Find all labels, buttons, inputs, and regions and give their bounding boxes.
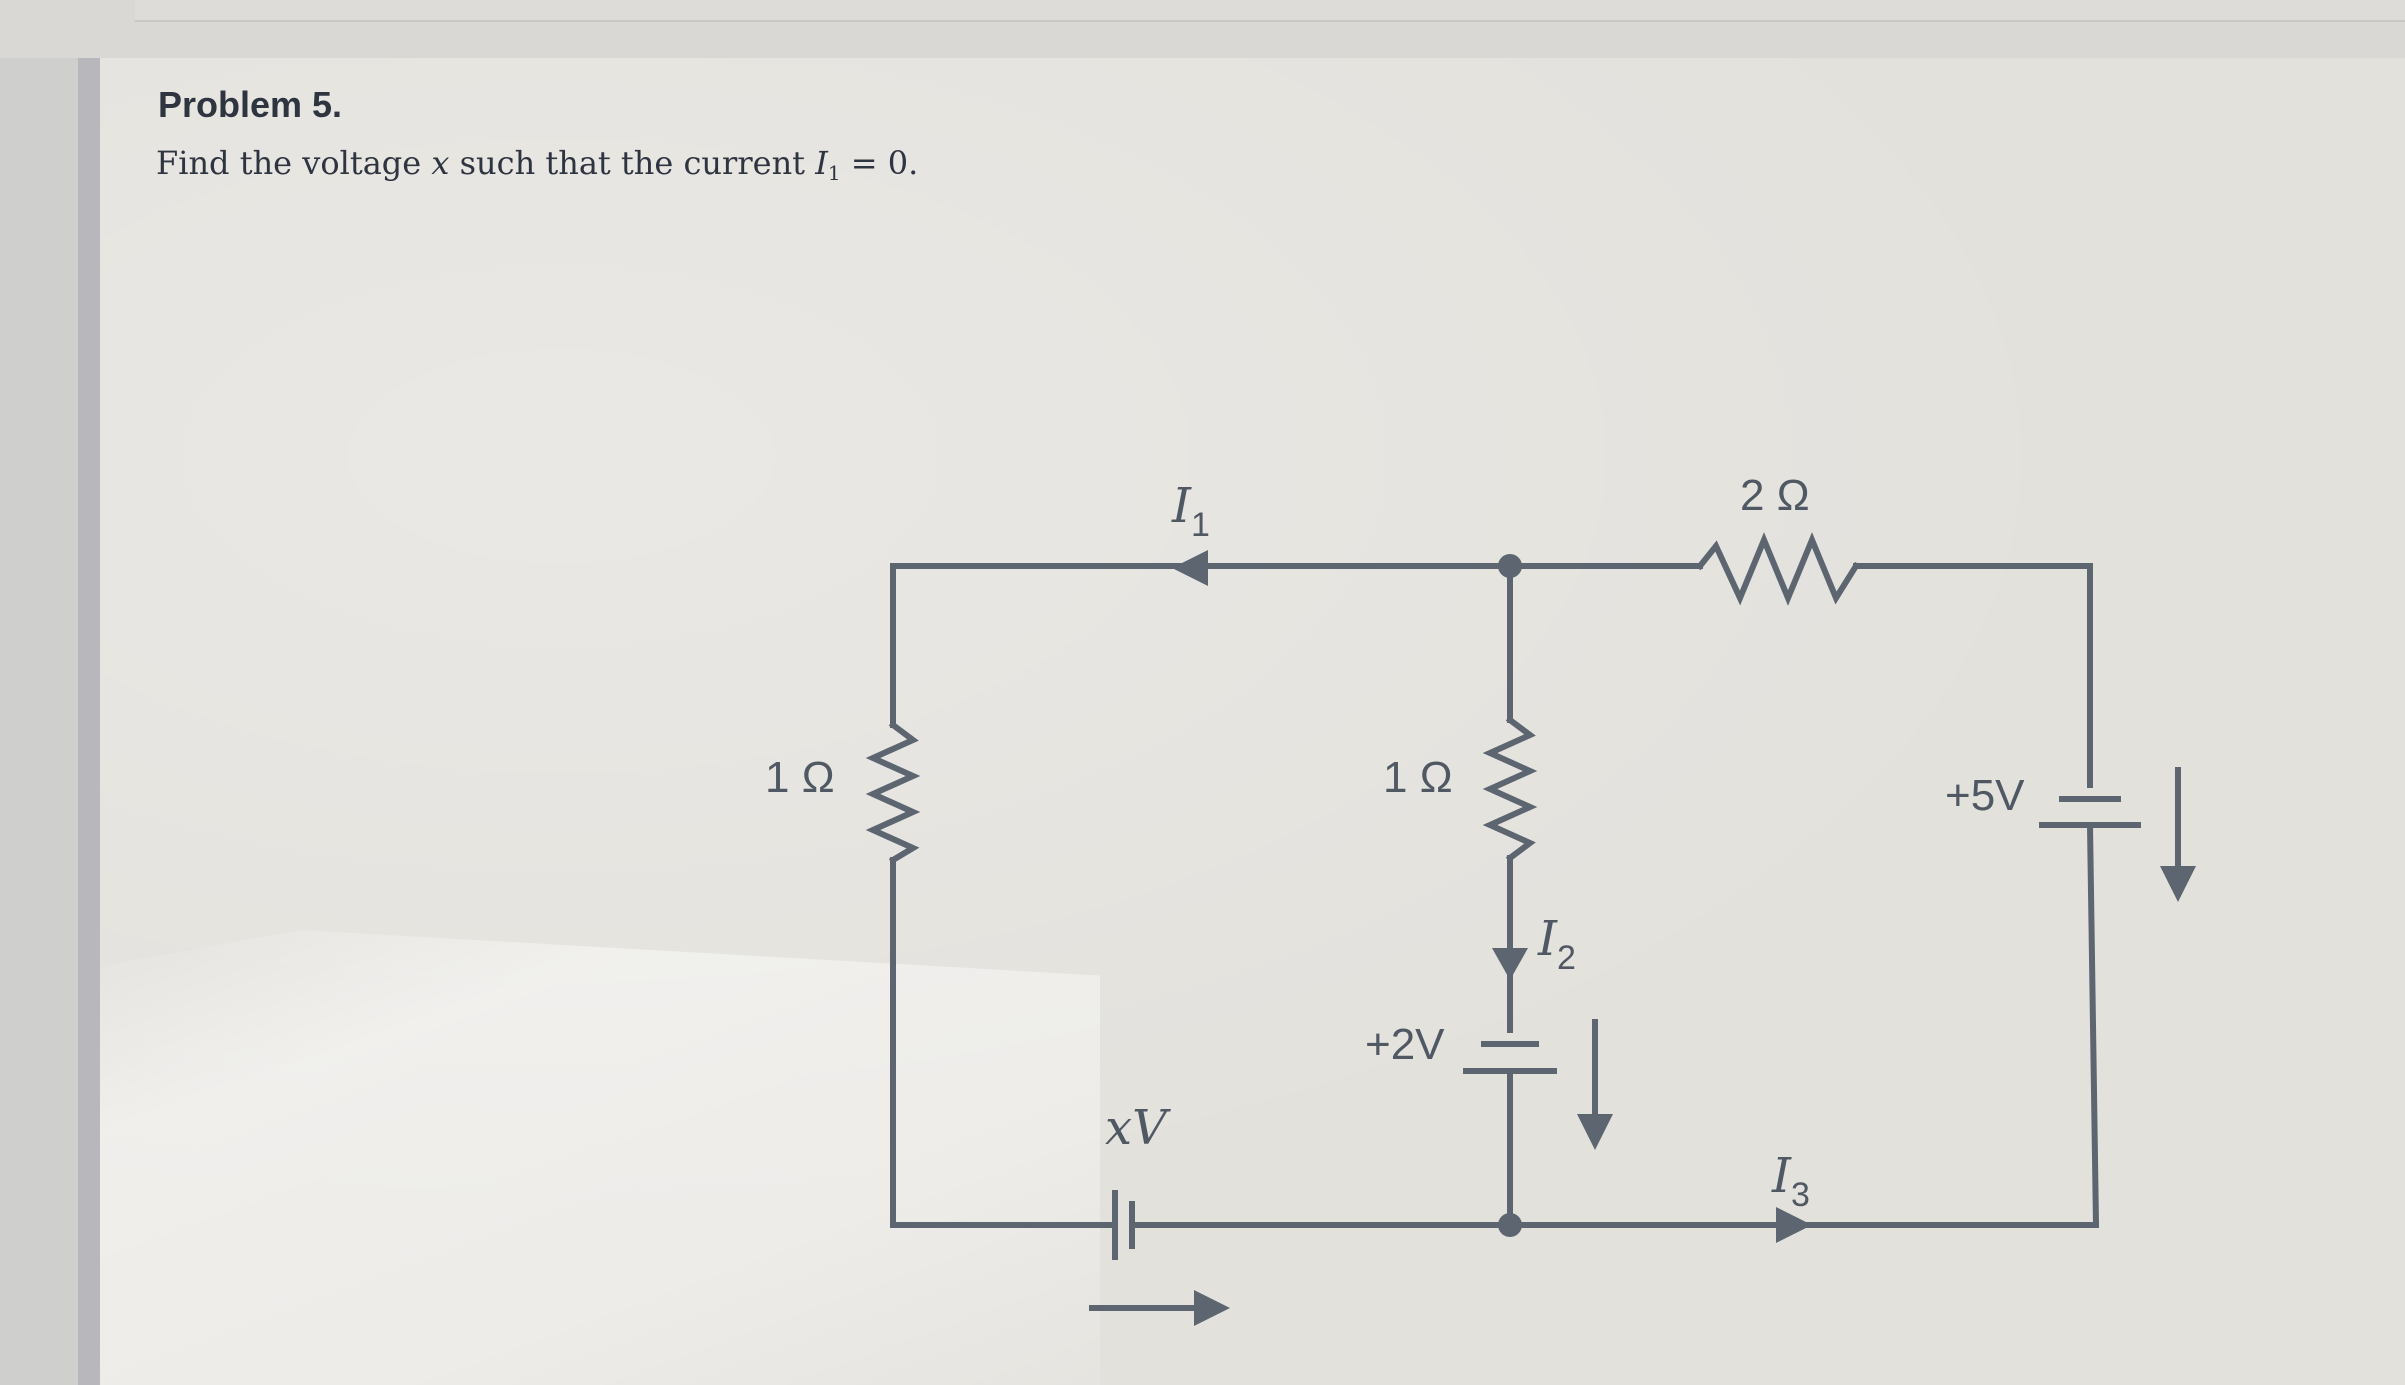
i1-label: I1 [1171, 478, 1210, 544]
top-resistor [1695, 532, 1861, 606]
xv-direction-arrowhead [1194, 1290, 1230, 1326]
wire-left-lower [890, 857, 1118, 1228]
i1-subscript: 1 [1191, 506, 1210, 544]
paper-edge [78, 58, 100, 1385]
i2-label: I2 [1537, 911, 1576, 977]
right-battery-label: +5V [1945, 771, 2025, 820]
wire-top-left [890, 563, 1513, 728]
top-strip [0, 0, 2405, 58]
middle-resistor-label: 1 Ω [1383, 753, 1453, 802]
statement-pre: Find the voltage [156, 144, 432, 182]
light-glare [100, 930, 1100, 1385]
statement-current: I [815, 144, 828, 182]
xv-source-label: xV [1105, 1100, 1171, 1156]
statement-post: = 0. [840, 144, 919, 182]
top-resistor-label: 2 Ω [1740, 471, 1810, 520]
wire-right-lower [2086, 821, 2100, 1229]
i3-symbol: I [1771, 1148, 1792, 1204]
i1-symbol: I [1171, 478, 1192, 534]
i3-subscript: 3 [1791, 1176, 1810, 1214]
i3-arrowhead [1776, 1207, 1812, 1243]
i1-arrowhead [1172, 550, 1208, 586]
i2-subscript: 2 [1557, 939, 1576, 977]
junction-bottom [1498, 1213, 1522, 1237]
top-tab-bar [135, 0, 2405, 22]
right-battery-direction-arrowhead [2160, 866, 2196, 902]
i2-arrowhead [1492, 948, 1528, 980]
left-resistor-label: 1 Ω [765, 753, 835, 802]
statement-mid: such that the current [449, 144, 816, 182]
left-resistor [865, 720, 921, 865]
statement-variable: x [431, 144, 450, 182]
paper-page [100, 58, 2405, 1385]
problem-statement: Find the voltage x such that the current… [156, 144, 918, 185]
statement-current-sub: 1 [827, 161, 841, 185]
left-margin [0, 58, 78, 1385]
junction-top [1498, 554, 1522, 578]
i2-symbol: I [1537, 911, 1558, 967]
middle-battery-label: +2V [1365, 1020, 1445, 1069]
wire-right-side [1853, 563, 2093, 788]
i3-label: I3 [1771, 1148, 1810, 1214]
middle-resistor [1482, 715, 1538, 863]
mid-battery-direction-arrowhead [1577, 1114, 1613, 1150]
problem-title: Problem 5. [158, 84, 343, 125]
